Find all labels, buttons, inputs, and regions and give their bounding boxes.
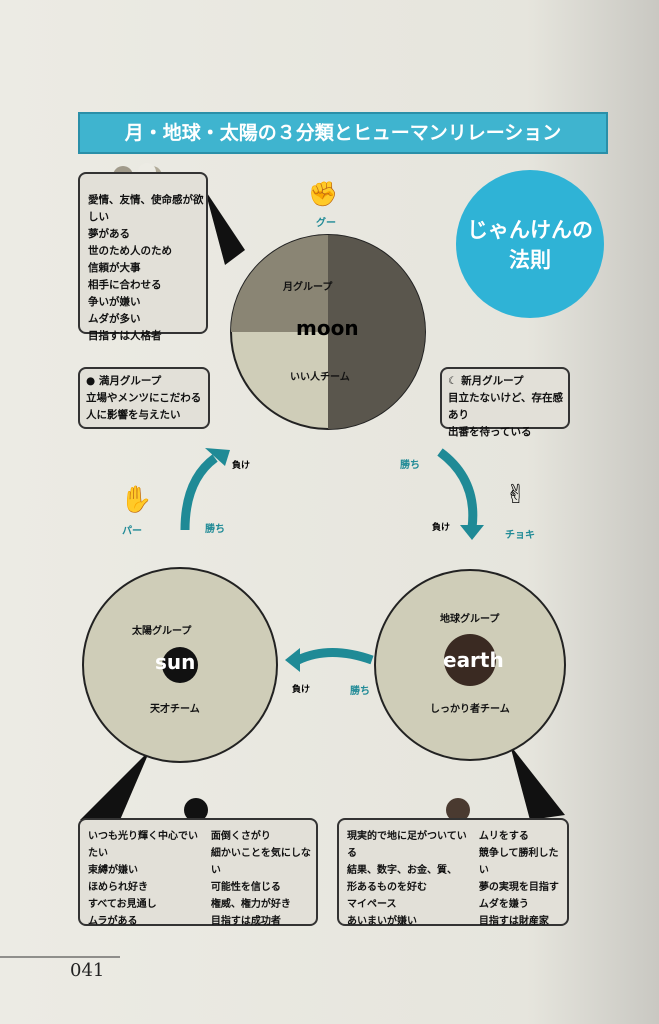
trait: 競争して勝利したい bbox=[478, 848, 559, 876]
win-label: 勝ち bbox=[350, 686, 370, 697]
trait: 世のため人のため bbox=[88, 245, 172, 257]
earth-hand-label: チョキ bbox=[505, 530, 535, 541]
win-label: 勝ち bbox=[205, 524, 225, 535]
lose-label: 負け bbox=[432, 523, 451, 533]
earth-team-label: しっかり者チーム bbox=[430, 704, 510, 715]
trait: 立場やメンツにこだわる bbox=[86, 392, 202, 404]
paper-hand-icon: ✋ bbox=[120, 485, 153, 515]
page-number: 041 bbox=[70, 960, 105, 981]
moon-circle bbox=[230, 234, 426, 430]
trait: 信頼が大事 bbox=[88, 262, 141, 274]
trait: 愛情、友情、使命感が欲しい bbox=[88, 194, 204, 223]
earth-callout-pointer bbox=[510, 745, 565, 820]
trait: あいまいが嫌い bbox=[347, 916, 417, 927]
janken-law-badge: じゃんけんの 法則 bbox=[456, 170, 604, 318]
trait: 出番を待っている bbox=[448, 426, 532, 438]
earth-small-icon bbox=[446, 798, 470, 822]
moon-callout-pointer bbox=[205, 190, 245, 265]
trait: ムラがある bbox=[88, 916, 138, 927]
scissors-hand-icon: ✌ bbox=[505, 480, 527, 510]
earth-label: earth bbox=[443, 648, 504, 672]
earth-icon bbox=[444, 634, 496, 686]
trait: 目指すは財産家 bbox=[478, 916, 549, 927]
sun-traits-box: いつも光り輝く中心でいたい束縛が嫌いほめられ好きすべてお見通しムラがある 面倒く… bbox=[78, 818, 318, 927]
full-moon-title: 満月グループ bbox=[98, 375, 162, 387]
new-moon-group-box: ☾ 新月グループ 目立たないけど、存在感あり出番を待っている bbox=[440, 367, 570, 438]
trait: マイペース bbox=[347, 899, 397, 910]
trait: 目指すは成功者 bbox=[210, 916, 281, 927]
sun-team-label: 天才チーム bbox=[150, 704, 200, 715]
trait: 現実的で地に足がついている bbox=[347, 831, 467, 859]
arrow-moon-to-earth bbox=[437, 448, 478, 529]
moon-traits-box: 愛情、友情、使命感が欲しい夢がある世のため人のため信頼が大事相手に合わせる争いが… bbox=[78, 172, 208, 342]
trait: ほめられ好き bbox=[88, 882, 148, 893]
trait: 権威、権力が好き bbox=[210, 899, 291, 910]
sun-label: sun bbox=[155, 650, 196, 674]
arrow-sun-to-moon bbox=[180, 454, 218, 531]
sun-hand-label: パー bbox=[122, 526, 142, 537]
trait: 面倒くさがり bbox=[210, 831, 271, 842]
sun-callout-pointer bbox=[80, 750, 150, 820]
rock-hand-icon: ✊ bbox=[308, 180, 338, 208]
trait: 夢の実現を目指す bbox=[478, 882, 559, 893]
trait: ムダが多い bbox=[88, 313, 141, 325]
earth-group-label: 地球グループ bbox=[440, 614, 500, 625]
new-moon-title: 新月グループ bbox=[461, 375, 524, 387]
trait: いつも光り輝く中心でいたい bbox=[88, 831, 198, 859]
trait: 人に影響を与えたい bbox=[86, 409, 181, 421]
moon-label: moon bbox=[296, 316, 359, 340]
trait: 目指すは人格者 bbox=[88, 330, 162, 342]
trait: 細かいことを気にしない bbox=[210, 848, 311, 876]
law-line-1: じゃんけんの bbox=[467, 218, 593, 242]
trait: すべてお見通し bbox=[88, 899, 157, 910]
page-title: 月・地球・太陽の３分類とヒューマンリレーション bbox=[78, 112, 608, 154]
sun-group-label: 太陽グループ bbox=[132, 626, 192, 637]
lose-label: 負け bbox=[232, 461, 251, 471]
sun-small-icon bbox=[184, 798, 208, 822]
trait: 束縛が嫌い bbox=[88, 865, 138, 876]
trait: 目立たないけど、存在感あり bbox=[448, 392, 563, 421]
moon-team-label: いい人チーム bbox=[290, 372, 350, 383]
lose-label: 負け bbox=[292, 685, 311, 695]
trait: 夢がある bbox=[88, 228, 130, 240]
full-moon-group-box: ● 満月グループ 立場やメンツにこだわる人に影響を与えたい bbox=[78, 367, 210, 429]
moon-hand-label: グー bbox=[316, 218, 336, 229]
trait: 形あるものを好む bbox=[347, 882, 427, 893]
trait: 相手に合わせる bbox=[88, 279, 162, 291]
sun-icon bbox=[162, 647, 198, 683]
arrow-earth-to-sun bbox=[296, 648, 374, 665]
win-label: 勝ち bbox=[400, 460, 420, 471]
trait: 可能性を信じる bbox=[210, 882, 281, 893]
moon-group-label: 月グループ bbox=[283, 282, 333, 293]
earth-traits-box: 現実的で地に足がついている結果、数字、お金、質、形あるものを好むマイペースあいま… bbox=[337, 818, 569, 927]
trait: ムリをする bbox=[478, 831, 529, 842]
trait: 結果、数字、お金、質、 bbox=[347, 865, 457, 876]
trait: 争いが嫌い bbox=[88, 296, 141, 308]
law-line-2: 法則 bbox=[509, 248, 551, 272]
trait: ムダを嫌う bbox=[478, 899, 529, 910]
